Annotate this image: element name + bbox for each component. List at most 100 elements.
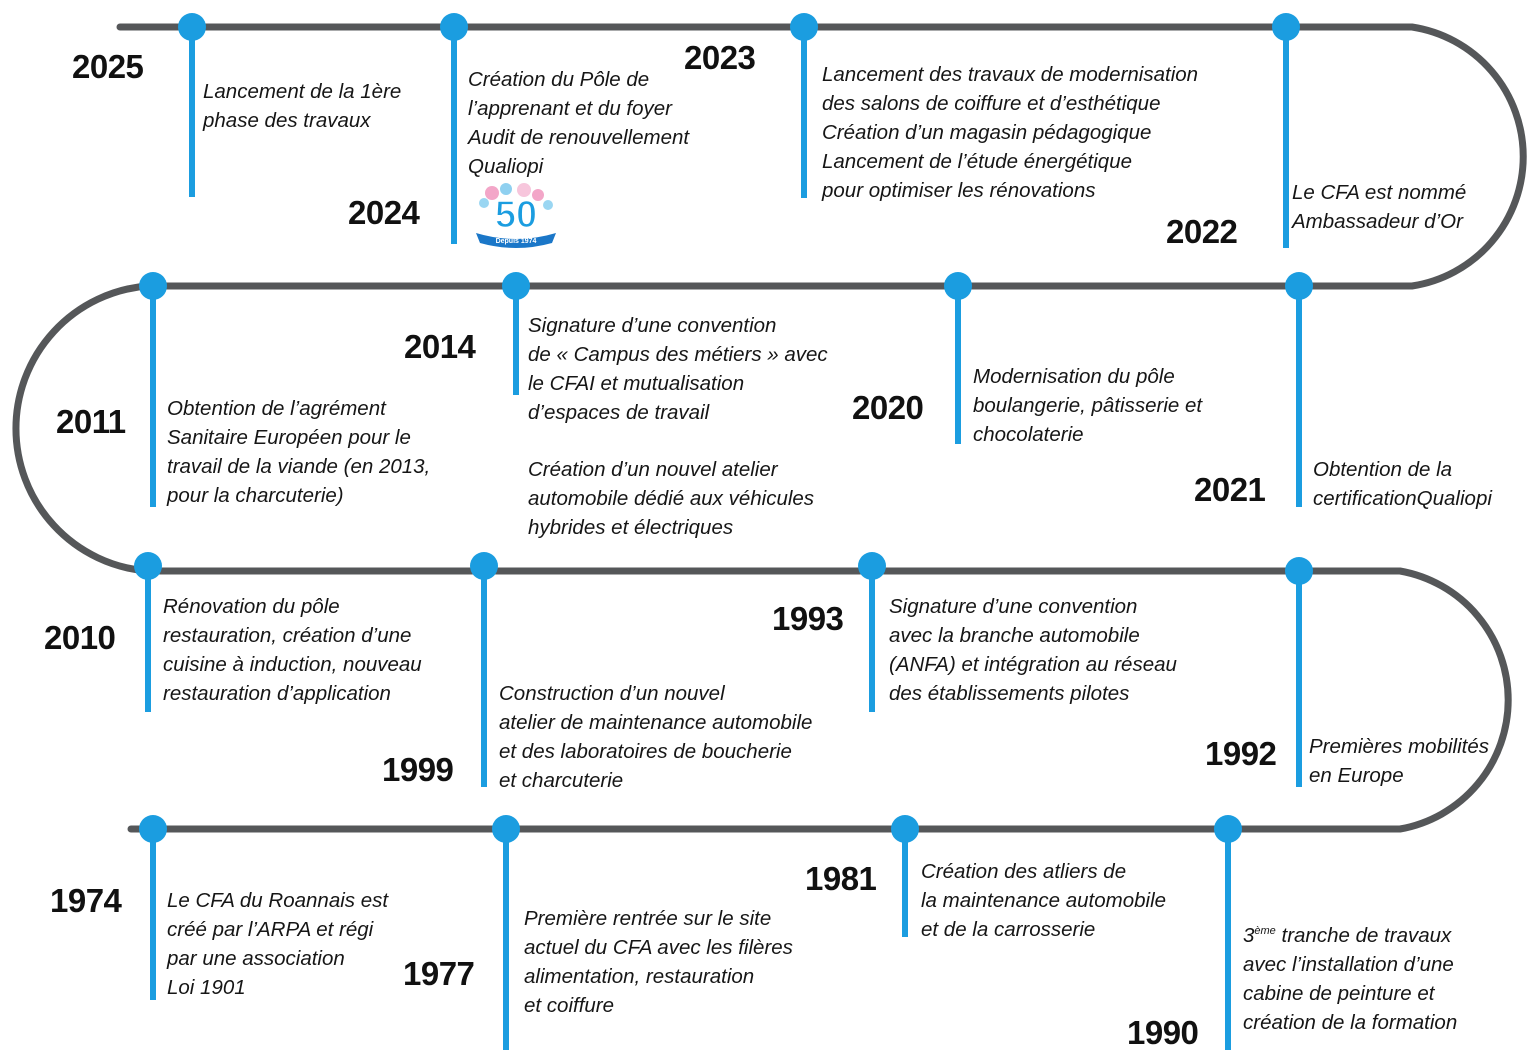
event-line: Création des atliers de bbox=[921, 860, 1127, 883]
event-line: Construction d’un nouvel bbox=[499, 682, 725, 705]
event-description-2020: Modernisation du pôle boulangerie, pâtis… bbox=[973, 362, 1202, 449]
year-label-2021: 2021 bbox=[1194, 471, 1266, 508]
year-label-2024: 2024 bbox=[348, 194, 420, 231]
anniversary-badge-50-logo: 50 Depuis 1974 bbox=[476, 183, 556, 248]
event-line: par une association bbox=[167, 947, 345, 970]
event-description-2011: Obtention de l’agrément Sanitaire Europé… bbox=[167, 394, 430, 510]
event-line: Audit de renouvellement bbox=[468, 126, 690, 149]
year-label-2023: 2023 bbox=[684, 39, 756, 76]
event-line: Signature d’une convention bbox=[889, 595, 1138, 618]
event-line: Création du Pôle de bbox=[468, 68, 650, 91]
event-line: Le CFA du Roannais est bbox=[167, 889, 389, 912]
year-label-1999: 1999 bbox=[382, 751, 454, 788]
badge-caption: Depuis 1974 bbox=[496, 238, 537, 245]
marker-dot-2020 bbox=[944, 272, 972, 300]
event-line: Modernisation du pôle bbox=[973, 365, 1175, 388]
event-line: 3ème tranche de travaux bbox=[1243, 917, 1457, 950]
event-line: automobile dédié aux véhicules bbox=[528, 487, 815, 510]
event-description-2023: Lancement des travaux de modernisation d… bbox=[822, 60, 1198, 205]
event-line: actuel du CFA avec les filères bbox=[524, 936, 793, 959]
event-line: atelier de maintenance automobile bbox=[499, 711, 813, 734]
event-description-2014: Signature d’une convention de « Campus d… bbox=[528, 311, 828, 427]
marker-dot-2023 bbox=[790, 13, 818, 41]
event-line-rest: tranche de travaux bbox=[1275, 924, 1452, 947]
marker-dot-2021 bbox=[1285, 272, 1313, 300]
event-line: Création d’un nouvel atelier bbox=[528, 458, 778, 481]
event-line: pour optimiser les rénovations bbox=[822, 179, 1096, 202]
event-line: Lancement de la 1ère bbox=[203, 80, 402, 103]
ordinal-suffix: ème bbox=[1254, 925, 1276, 937]
event-line: Premières mobilités bbox=[1309, 735, 1489, 758]
event-description-2014-second: Création d’un nouvel atelier automobile … bbox=[528, 455, 814, 542]
event-description-2010: Rénovation du pôle restauration, créatio… bbox=[163, 592, 422, 708]
marker-dot-2011 bbox=[139, 272, 167, 300]
marker-dot-2024 bbox=[440, 13, 468, 41]
event-description-2021: Obtention de la certificationQualiopi bbox=[1313, 455, 1492, 513]
event-description-2025: Lancement de la 1ère phase des travaux bbox=[203, 77, 401, 135]
event-description-2022: Le CFA est nommé Ambassadeur d’Or bbox=[1292, 178, 1466, 236]
event-line: Sanitaire Européen pour le bbox=[167, 426, 411, 449]
event-line: Qualiopi bbox=[468, 155, 544, 178]
year-label-1993: 1993 bbox=[772, 600, 844, 637]
event-line: restauration d’application bbox=[163, 682, 391, 705]
event-description-1974: Le CFA du Roannais est créé par l’ARPA e… bbox=[167, 886, 388, 1002]
event-line: boulangerie, pâtisserie et bbox=[973, 394, 1203, 417]
event-line: avec la branche automobile bbox=[889, 624, 1140, 647]
event-description-1993: Signature d’une convention avec la branc… bbox=[889, 592, 1177, 708]
marker-dot-2014 bbox=[502, 272, 530, 300]
event-line: Signature d’une convention bbox=[528, 314, 777, 337]
event-line: Rénovation du pôle bbox=[163, 595, 340, 618]
event-line: d’espaces de travail bbox=[528, 401, 710, 424]
event-line: certificationQualiopi bbox=[1313, 487, 1492, 510]
event-line: avec l’installation d’une bbox=[1243, 953, 1454, 976]
event-description-1977: Première rentrée sur le site actuel du C… bbox=[524, 904, 793, 1020]
event-line: Ambassadeur d’Or bbox=[1292, 210, 1463, 233]
event-line: l’apprenant et du foyer bbox=[468, 97, 672, 120]
marker-dot-1992 bbox=[1285, 557, 1313, 585]
event-description-1990: 3ème tranche de travaux avec l’installat… bbox=[1243, 917, 1457, 1037]
event-line: des salons de coiffure et d’esthétique bbox=[822, 92, 1161, 115]
year-label-2011: 2011 bbox=[56, 403, 126, 440]
badge-number: 50 bbox=[495, 194, 537, 236]
event-line: hybrides et électriques bbox=[528, 516, 734, 539]
event-line: Création d’un magasin pédagogique bbox=[822, 121, 1152, 144]
event-line: restauration, création d’une bbox=[163, 624, 412, 647]
event-line: et des laboratoires de boucherie bbox=[499, 740, 792, 763]
event-line: créé par l’ARPA et régi bbox=[167, 918, 374, 941]
event-line: cabine de peinture et bbox=[1243, 982, 1435, 1005]
event-line: alimentation, restauration bbox=[524, 965, 755, 988]
event-description-1999: Construction d’un nouvel atelier de main… bbox=[499, 679, 812, 795]
marker-dot-1974 bbox=[139, 815, 167, 843]
event-line: et coiffure bbox=[524, 994, 615, 1017]
serpentine-track bbox=[12, 23, 1527, 833]
event-line: en Europe bbox=[1309, 764, 1404, 787]
year-label-1977: 1977 bbox=[403, 955, 475, 992]
event-line: de « Campus des métiers » avec bbox=[528, 343, 828, 366]
year-label-1974: 1974 bbox=[50, 882, 122, 919]
ordinal-number: 3 bbox=[1243, 924, 1255, 947]
event-line: Lancement des travaux de modernisation bbox=[822, 63, 1199, 86]
marker-dot-1990 bbox=[1214, 815, 1242, 843]
event-line: le CFAI et mutualisation bbox=[528, 372, 745, 395]
event-line: Obtention de l’agrément bbox=[167, 397, 386, 420]
event-description-1992: Premières mobilités en Europe bbox=[1309, 732, 1489, 790]
year-label-1990: 1990 bbox=[1127, 1014, 1199, 1051]
event-line: et de la carrosserie bbox=[921, 918, 1096, 941]
event-line: cuisine à induction, nouveau bbox=[163, 653, 422, 676]
event-line: et charcuterie bbox=[499, 769, 624, 792]
year-label-2020: 2020 bbox=[852, 389, 924, 426]
marker-dot-1981 bbox=[891, 815, 919, 843]
event-line: Loi 1901 bbox=[167, 976, 246, 999]
event-line: pour la charcuterie) bbox=[167, 484, 344, 507]
event-line: Première rentrée sur le site bbox=[524, 907, 772, 930]
event-line: Obtention de la bbox=[1313, 458, 1453, 481]
year-label-1981: 1981 bbox=[805, 860, 877, 897]
year-label-2022: 2022 bbox=[1166, 213, 1238, 250]
event-description-1981: Création des atliers de la maintenance a… bbox=[921, 857, 1166, 944]
event-line: phase des travaux bbox=[203, 109, 371, 132]
marker-dot-1993 bbox=[858, 552, 886, 580]
year-label-2010: 2010 bbox=[44, 619, 116, 656]
event-line: des établissements pilotes bbox=[889, 682, 1130, 705]
marker-dot-1977 bbox=[492, 815, 520, 843]
marker-dot-2010 bbox=[134, 552, 162, 580]
